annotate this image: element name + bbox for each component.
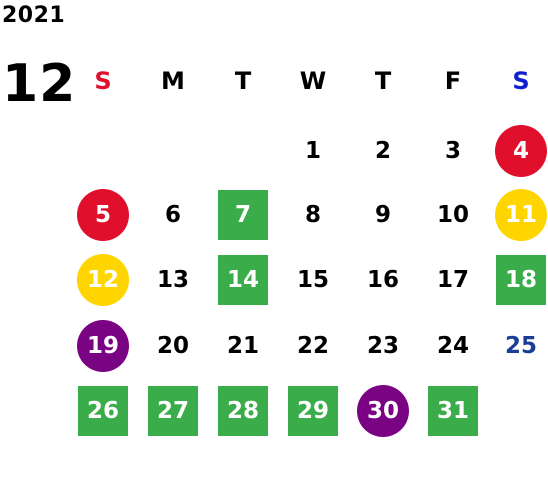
day-28-square-marker[interactable]: 28 [218, 386, 268, 436]
day-4-circle-marker[interactable]: 4 [495, 125, 547, 177]
day-11-circle-marker[interactable]: 11 [495, 189, 547, 241]
day-17[interactable]: 17 [436, 267, 469, 293]
weekday-header: M [161, 67, 185, 95]
day-14-square-marker[interactable]: 14 [218, 255, 268, 305]
day-23[interactable]: 23 [366, 333, 399, 359]
day-12-circle-marker[interactable]: 12 [77, 254, 129, 306]
day-29-square-marker[interactable]: 29 [288, 386, 338, 436]
day-19-circle-marker[interactable]: 19 [77, 320, 129, 372]
month-number: 12 [2, 54, 77, 114]
weekday-header: S [512, 67, 530, 95]
day-13[interactable]: 13 [156, 267, 189, 293]
day-5-circle-marker[interactable]: 5 [77, 189, 129, 241]
weekday-header: W [299, 67, 327, 95]
weekday-header: F [444, 67, 462, 95]
day-6[interactable]: 6 [164, 202, 181, 228]
day-3[interactable]: 3 [444, 138, 461, 164]
day-31-square-marker[interactable]: 31 [428, 386, 478, 436]
day-9[interactable]: 9 [374, 202, 391, 228]
weekday-header: S [94, 67, 112, 95]
day-16[interactable]: 16 [366, 267, 399, 293]
day-1[interactable]: 1 [304, 138, 321, 164]
day-20[interactable]: 20 [156, 333, 189, 359]
day-21[interactable]: 21 [226, 333, 259, 359]
day-7-square-marker[interactable]: 7 [218, 190, 268, 240]
day-27-square-marker[interactable]: 27 [148, 386, 198, 436]
day-10[interactable]: 10 [436, 202, 469, 228]
day-2[interactable]: 2 [374, 138, 391, 164]
day-18-square-marker[interactable]: 18 [496, 255, 546, 305]
year-label: 2021 [2, 3, 66, 28]
day-8[interactable]: 8 [304, 202, 321, 228]
day-24[interactable]: 24 [436, 333, 469, 359]
day-26-square-marker[interactable]: 26 [78, 386, 128, 436]
day-25[interactable]: 25 [504, 333, 537, 359]
weekday-header: T [374, 67, 392, 95]
day-15[interactable]: 15 [296, 267, 329, 293]
day-22[interactable]: 22 [296, 333, 329, 359]
day-30-circle-marker[interactable]: 30 [357, 385, 409, 437]
weekday-header: T [234, 67, 252, 95]
